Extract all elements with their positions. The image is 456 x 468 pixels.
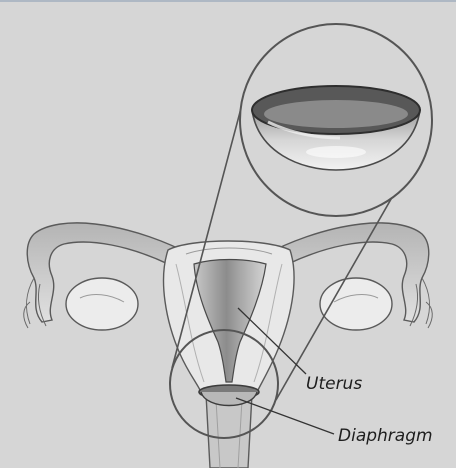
magnified-view	[240, 24, 432, 216]
left-ovary	[66, 278, 138, 330]
uterus-label: Uterus	[306, 374, 362, 394]
diaphragm-label: Diaphragm	[338, 426, 433, 446]
